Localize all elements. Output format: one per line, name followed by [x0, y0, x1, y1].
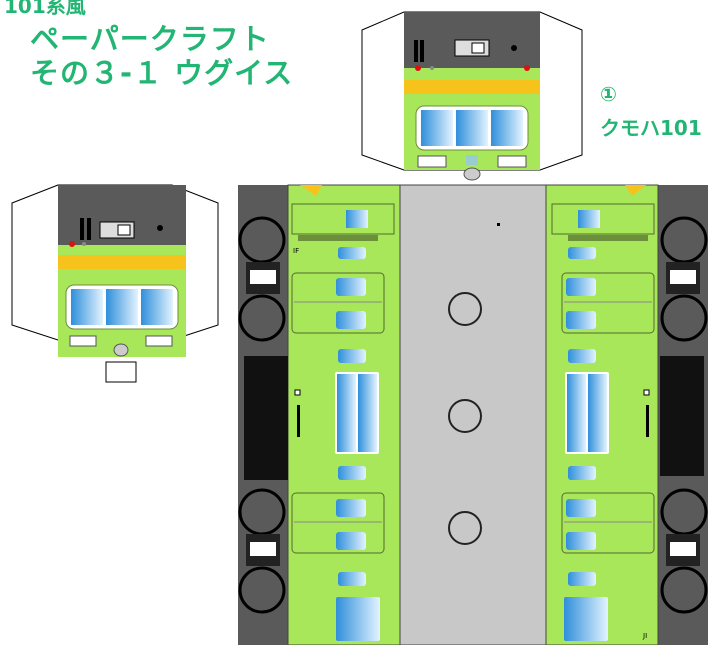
car-name: クモハ101	[600, 116, 702, 140]
front-face-left	[11, 184, 219, 383]
body-net: IF JI	[238, 184, 708, 645]
car-number: ①	[600, 82, 617, 106]
front-face-top	[361, 11, 583, 181]
title-line-1: 101系風	[4, 0, 86, 18]
title-line-2: ペーパークラフト	[30, 22, 270, 56]
bogie-left-front	[238, 216, 286, 342]
bogie-right-front	[660, 216, 708, 342]
title-line-3: その３-１ ウグイス	[30, 56, 294, 90]
bogie-left-rear	[238, 488, 286, 614]
end-mark-left: IF	[293, 247, 299, 255]
bogie-right-rear	[660, 488, 708, 614]
end-mark-right: JI	[642, 632, 647, 640]
